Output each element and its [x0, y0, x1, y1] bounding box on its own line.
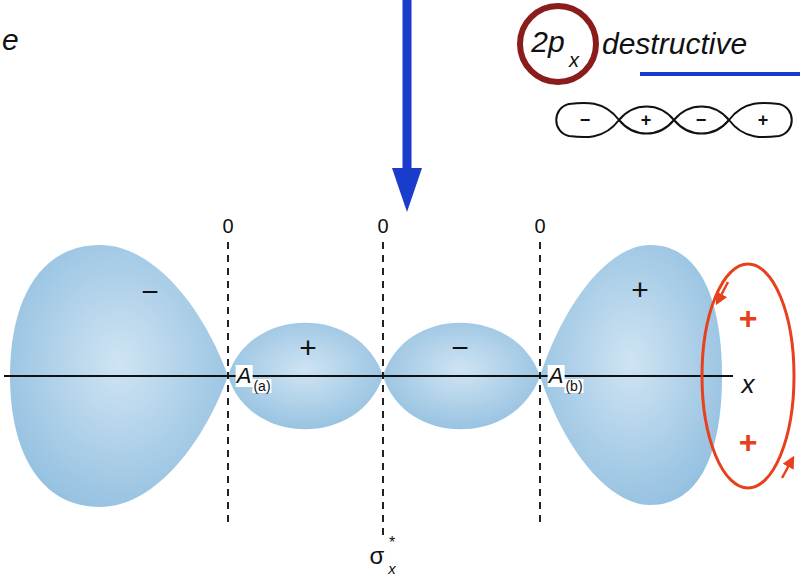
red-arrow — [782, 458, 793, 478]
charge-sign: + — [739, 426, 758, 458]
schematic-lobes — [556, 103, 792, 137]
phase-sign: − — [141, 277, 159, 307]
charge-sign: + — [739, 302, 758, 334]
phase-sign: − — [451, 333, 469, 363]
nucleus-label: A — [548, 365, 565, 387]
highlight-circle — [520, 6, 596, 82]
antibonding-star: * — [389, 535, 395, 551]
underline — [640, 72, 800, 76]
node-value: 0 — [377, 216, 388, 236]
phase-sign: + — [641, 111, 652, 129]
node-value: 0 — [222, 216, 233, 236]
pointer-arrowhead — [392, 168, 422, 212]
nucleus-label: A — [236, 365, 253, 387]
highlight-ellipse — [702, 264, 794, 488]
pointer-arrow — [403, 0, 412, 170]
node-value: 0 — [534, 216, 545, 236]
red-arrow — [717, 282, 728, 303]
interference-type: destructive — [602, 29, 747, 59]
orbital-subscript: x — [388, 561, 396, 576]
phase-sign: + — [631, 275, 649, 305]
phase-sign: + — [758, 111, 769, 129]
axis-label: x — [741, 371, 756, 397]
nucleus-subscript: (b) — [564, 379, 583, 393]
orbital-symbol: σ — [370, 544, 385, 568]
x-axis — [4, 375, 733, 377]
phase-sign: + — [299, 333, 317, 363]
nucleus-subscript: (a) — [252, 379, 271, 393]
phase-sign: − — [696, 111, 707, 129]
cut-off-word: e — [2, 25, 19, 55]
phase-sign: − — [580, 111, 591, 129]
orbital-subscript: x — [569, 50, 579, 70]
nodal-planes — [228, 242, 540, 536]
orbital-name: 2p — [531, 27, 564, 57]
